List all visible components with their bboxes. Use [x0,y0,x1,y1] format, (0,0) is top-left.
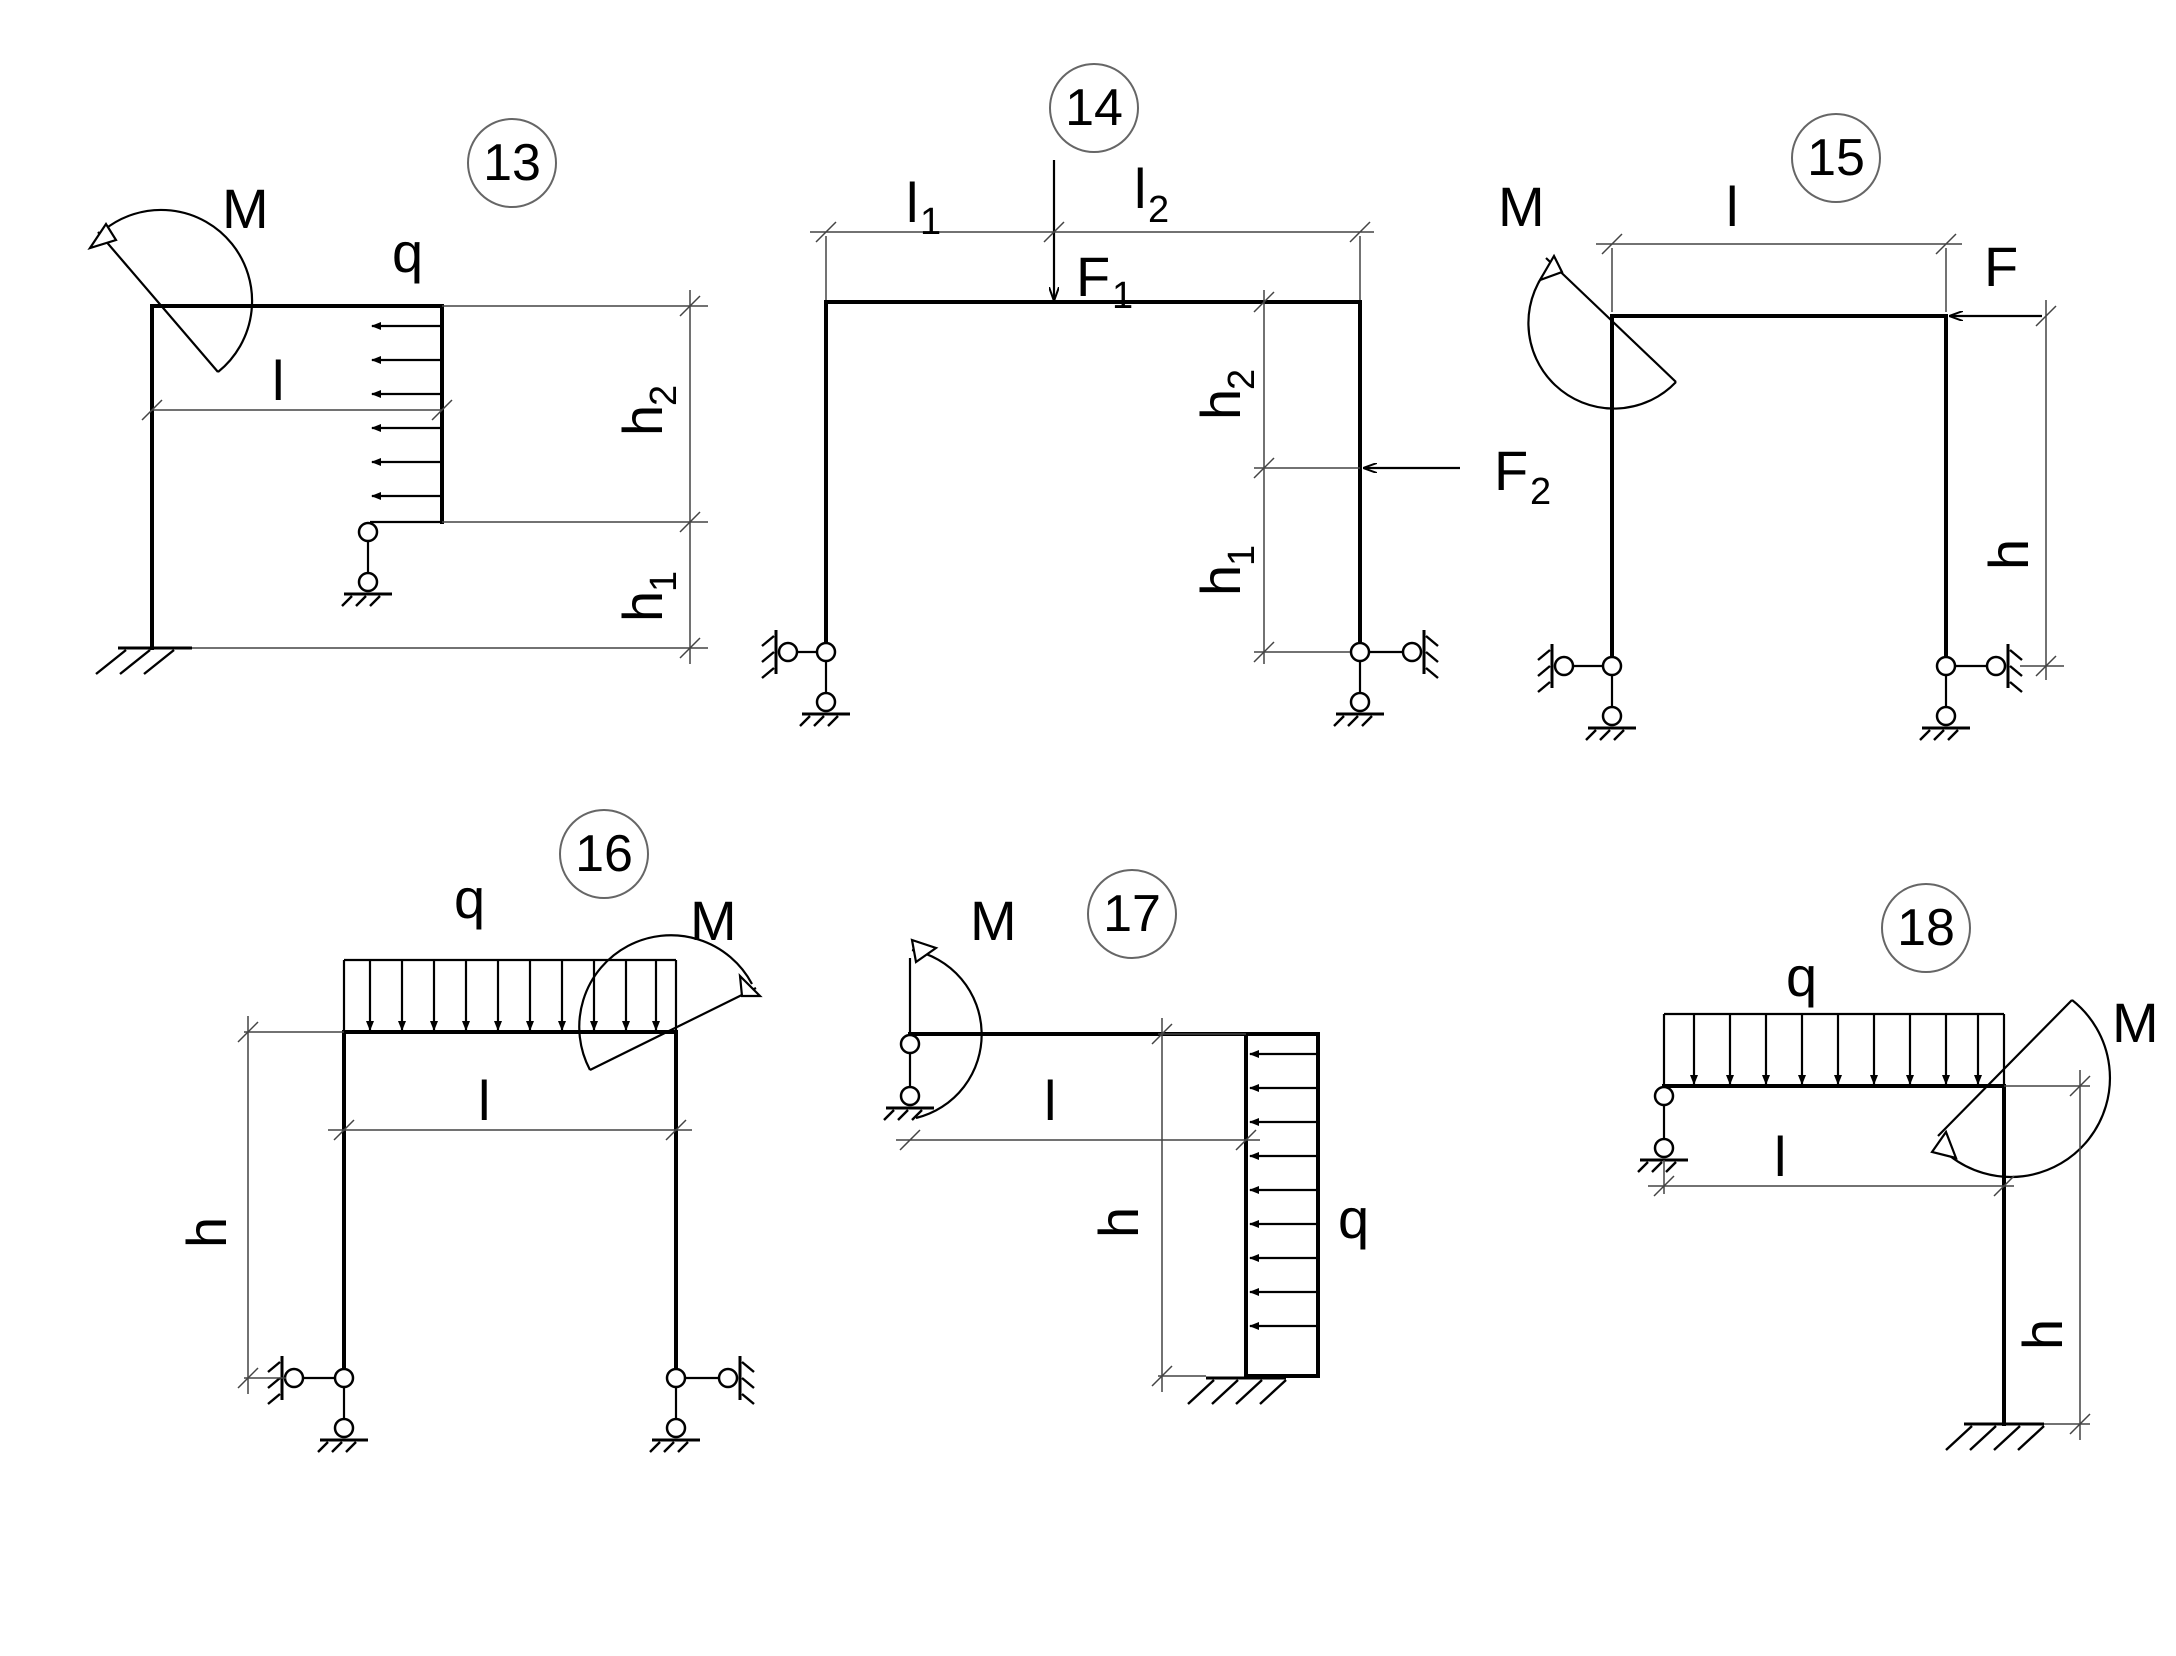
label-h1: h 1 [611,571,685,622]
fixed-support [1945,1422,2045,1451]
label-l: l [272,349,284,412]
scheme-number-circle [1087,869,1177,959]
label-l1: l 1 [906,171,941,243]
svg-text:h: h [1189,389,1252,420]
scheme-15: 15 [1498,113,2064,741]
svg-text:1: 1 [920,201,941,243]
scheme-number: 18 [1897,899,1955,957]
label-M: M [222,177,269,240]
svg-text:2: 2 [643,385,685,406]
svg-text:h: h [611,591,674,622]
fixed-support [1187,1376,1287,1405]
scheme-number: 17 [1103,885,1161,943]
scheme-number: 16 [575,825,633,883]
moment-M [578,934,763,1071]
scheme-number: 15 [1807,129,1865,187]
label-q: q [454,867,485,930]
label-M: M [2112,991,2159,1054]
label-h2: h 2 [611,385,685,436]
label-h: h [1087,1207,1150,1238]
left-support-pins [1537,644,1636,741]
label-h: h [2011,1319,2074,1350]
dimension-lines [237,1016,692,1394]
label-F2: F 2 [1494,439,1551,513]
right-support-pins [1333,630,1439,727]
dimension-lines [141,290,708,664]
moment-M [87,208,254,373]
pin-support [341,521,392,607]
label-h2: h 2 [1189,369,1263,420]
label-l2: l 2 [1134,157,1169,231]
svg-text:l: l [1134,157,1146,220]
label-l: l [1044,1069,1056,1132]
svg-text:h: h [1189,565,1252,596]
scheme-13: 13 [87,118,708,675]
label-h1: h 1 [1189,545,1263,596]
scheme-18: 18 [1637,883,2159,1451]
scheme-number-circle [559,809,649,899]
scheme-number-circle [467,118,557,208]
dimension-lines [1648,1070,2091,1440]
svg-text:F: F [1494,439,1528,502]
frame-members [150,304,444,650]
frame-members [342,1030,678,1380]
frame-members [908,1032,1320,1378]
right-support-pins [1919,644,2023,741]
scheme-number: 14 [1065,79,1123,137]
label-M: M [690,889,737,952]
svg-text:F: F [1076,245,1110,308]
scheme-16: 16 [175,809,763,1453]
svg-text:2: 2 [1221,369,1263,390]
right-support-pins [649,1356,755,1453]
dimension-lines [1596,233,2064,680]
label-F1: F 1 [1076,245,1133,317]
svg-text:2: 2 [1148,189,1169,231]
label-l: l [1726,175,1738,238]
dimension-lines [810,221,1374,664]
svg-text:2: 2 [1530,471,1551,513]
dimension-lines [896,1018,1260,1392]
scheme-number-circle [1791,113,1881,203]
label-q: q [392,221,423,284]
frame-members [824,300,1362,654]
fixed-support [95,646,192,675]
scheme-14: 14 [761,63,1551,727]
scheme-17: 17 [883,869,1369,1405]
label-M: M [970,889,1017,952]
svg-text:1: 1 [643,571,685,592]
svg-text:h: h [611,405,674,436]
left-pin-support [883,958,934,1121]
moment-M [910,938,983,1120]
moment-M [1930,999,2112,1179]
distributed-load-q [1662,1012,2006,1086]
label-l: l [478,1069,490,1132]
label-h: h [175,1217,238,1248]
distributed-load-q [370,304,444,524]
left-support-pins [267,1356,368,1453]
scheme-number-circle [1049,63,1139,153]
svg-text:l: l [906,171,918,234]
label-F: F [1984,235,2018,298]
moment-M [1527,253,1677,410]
label-M: M [1498,175,1545,238]
left-support-pins [761,630,850,727]
distributed-load-q [1249,1050,1318,1330]
scheme-number: 13 [483,134,541,192]
svg-text:1: 1 [1112,275,1133,317]
distributed-load-q [342,958,678,1032]
frame-members [1610,314,1948,668]
scheme-number-circle [1881,883,1971,973]
label-q: q [1338,1187,1369,1250]
left-pin-support [1637,1085,1688,1173]
label-l: l [1774,1125,1786,1188]
svg-text:1: 1 [1221,545,1263,566]
label-q: q [1786,945,1817,1008]
label-h: h [1977,539,2040,570]
frame-members [1662,1084,2006,1426]
